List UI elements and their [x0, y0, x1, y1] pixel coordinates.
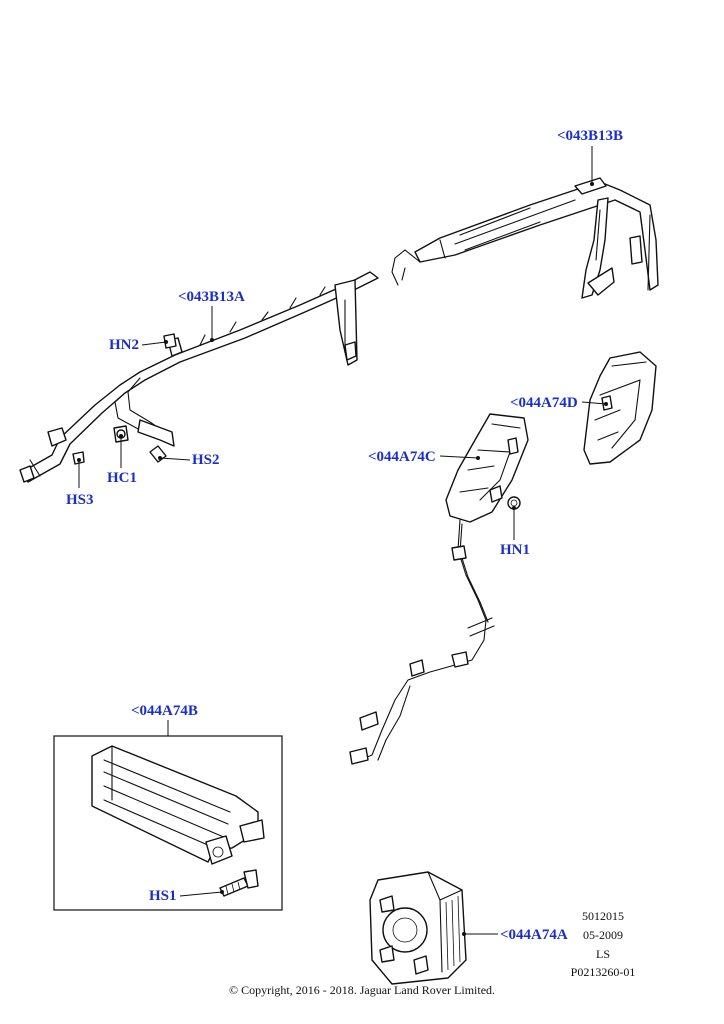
nut-hn2[interactable] [163, 333, 177, 349]
callout-HS3[interactable]: HS3 [66, 492, 94, 508]
callout-044A74D[interactable]: <044A74D [510, 395, 578, 411]
driver-airbag-044A74A[interactable] [369, 871, 467, 985]
bolt-hs1[interactable] [219, 869, 259, 897]
callout-HS1[interactable]: HS1 [149, 888, 177, 904]
screw-hs2[interactable] [149, 445, 167, 463]
curtain-airbag-right[interactable] [391, 177, 659, 299]
callout-HC1[interactable]: HC1 [107, 470, 137, 486]
callout-HN2[interactable]: HN2 [109, 337, 139, 353]
drawing-number: P0213260-01 [570, 965, 636, 979]
callout-044A74C[interactable]: <044A74C [368, 449, 436, 465]
copyright-text: © Copyright, 2016 - 2018. Jaguar Land Ro… [228, 983, 496, 997]
passenger-airbag-044A74B[interactable] [91, 745, 265, 865]
side-airbag-044A74C[interactable] [349, 413, 529, 765]
curtain-airbag-left[interactable] [19, 271, 379, 483]
callout-043B13A[interactable]: <043B13A [178, 289, 245, 305]
drawing-model: LS [595, 947, 610, 961]
callout-044A74B[interactable]: <044A74B [131, 703, 198, 719]
side-airbag-044A74D[interactable] [583, 351, 657, 465]
callout-044A74A[interactable]: <044A74A [500, 927, 568, 943]
callout-043B13B[interactable]: <043B13B [557, 128, 624, 144]
callout-HS2[interactable]: HS2 [192, 452, 220, 468]
screw-hs3[interactable] [72, 451, 85, 465]
drawing-code: 5012015 [582, 909, 624, 923]
leader-lines [77, 146, 608, 936]
drawing-date: 05-2009 [583, 928, 623, 942]
callout-HN1[interactable]: HN1 [500, 542, 530, 558]
